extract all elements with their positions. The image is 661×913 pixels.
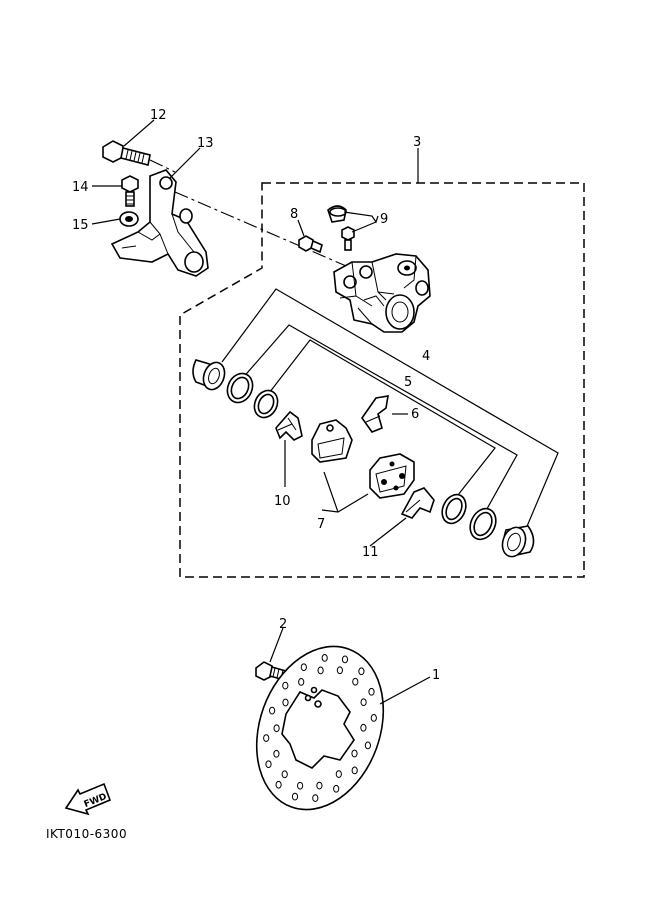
disc-vent-hole (312, 794, 319, 802)
guide-line-middle (240, 324, 518, 517)
disc-vent-holes (263, 654, 377, 802)
disc-vent-hole (370, 714, 377, 722)
disc-vent-hole (358, 667, 365, 676)
seal-left-inner (253, 389, 279, 419)
callout-11: 11 (362, 545, 379, 560)
pad-support-6 (361, 395, 389, 433)
callout-12: 12 (150, 108, 167, 123)
callout-10: 10 (274, 494, 291, 509)
caliper-assembly-boundary (179, 182, 585, 578)
callout-8: 8 (290, 207, 298, 222)
callout-3: 3 (413, 135, 421, 150)
disc-vent-hole (368, 687, 375, 696)
piston-left (192, 359, 226, 391)
washer-15 (119, 211, 139, 227)
disc-vent-hole (263, 734, 270, 742)
disc-vent-hole (298, 678, 305, 686)
pad-spring-10 (275, 410, 303, 441)
bolt-14 (121, 175, 139, 207)
disc-vent-hole (341, 655, 349, 664)
disc-vent-hole (335, 770, 342, 778)
leader-lines (91, 119, 431, 705)
disc-vent-hole (336, 666, 343, 675)
callout-9: 9 (380, 212, 388, 227)
brake-pad-7-lower (369, 453, 415, 499)
disc-vent-hole (352, 677, 359, 686)
disc-vent-hole (300, 663, 307, 672)
drawing-code: IKT010-6300 (46, 827, 127, 841)
disc-vent-hole (297, 781, 304, 790)
bolt-12 (102, 140, 176, 173)
pad-spring-11 (400, 487, 435, 519)
callout-14: 14 (72, 180, 89, 195)
disc-vent-hole (273, 724, 280, 733)
callout-7: 7 (317, 517, 325, 532)
disc-vent-hole (282, 698, 289, 707)
guide-line-outer (221, 288, 559, 532)
callout-2: 2 (279, 617, 287, 632)
disc-vent-hole (282, 681, 289, 690)
seal-left-outer (226, 372, 254, 404)
brake-pad-7-upper (311, 419, 353, 463)
disc-vent-hole (364, 741, 371, 750)
disc-vent-hole (273, 749, 280, 758)
disc-vent-hole (275, 780, 282, 789)
callout-5: 5 (404, 375, 412, 390)
seal-right-outer (469, 507, 497, 541)
disc-vent-hole (269, 706, 276, 715)
disc-vent-hole (265, 760, 272, 769)
callout-4: 4 (422, 349, 430, 364)
center-line (174, 191, 361, 273)
callout-6: 6 (411, 407, 419, 422)
fwd-arrow: FWD (64, 782, 112, 816)
callout-13: 13 (197, 136, 214, 151)
caliper-body (333, 253, 431, 333)
bracket-13 (110, 169, 209, 277)
seal-right-inner (441, 493, 467, 525)
disc-vent-hole (333, 784, 340, 793)
disc-vent-hole (360, 723, 367, 732)
disc-vent-hole (281, 770, 288, 779)
brake-disc-1 (255, 645, 385, 811)
callout-15: 15 (72, 218, 89, 233)
disc-vent-hole (317, 666, 324, 675)
guide-line-inner (265, 339, 496, 501)
disc-vent-hole (321, 654, 328, 662)
disc-vent-hole (316, 781, 323, 790)
callout-1: 1 (432, 668, 440, 683)
disc-vent-hole (360, 698, 367, 707)
piston-right (501, 525, 535, 558)
disc-vent-hole (351, 766, 358, 775)
disc-vent-hole (291, 792, 299, 801)
disc-vent-hole (351, 749, 358, 758)
screw-8 (298, 235, 323, 254)
